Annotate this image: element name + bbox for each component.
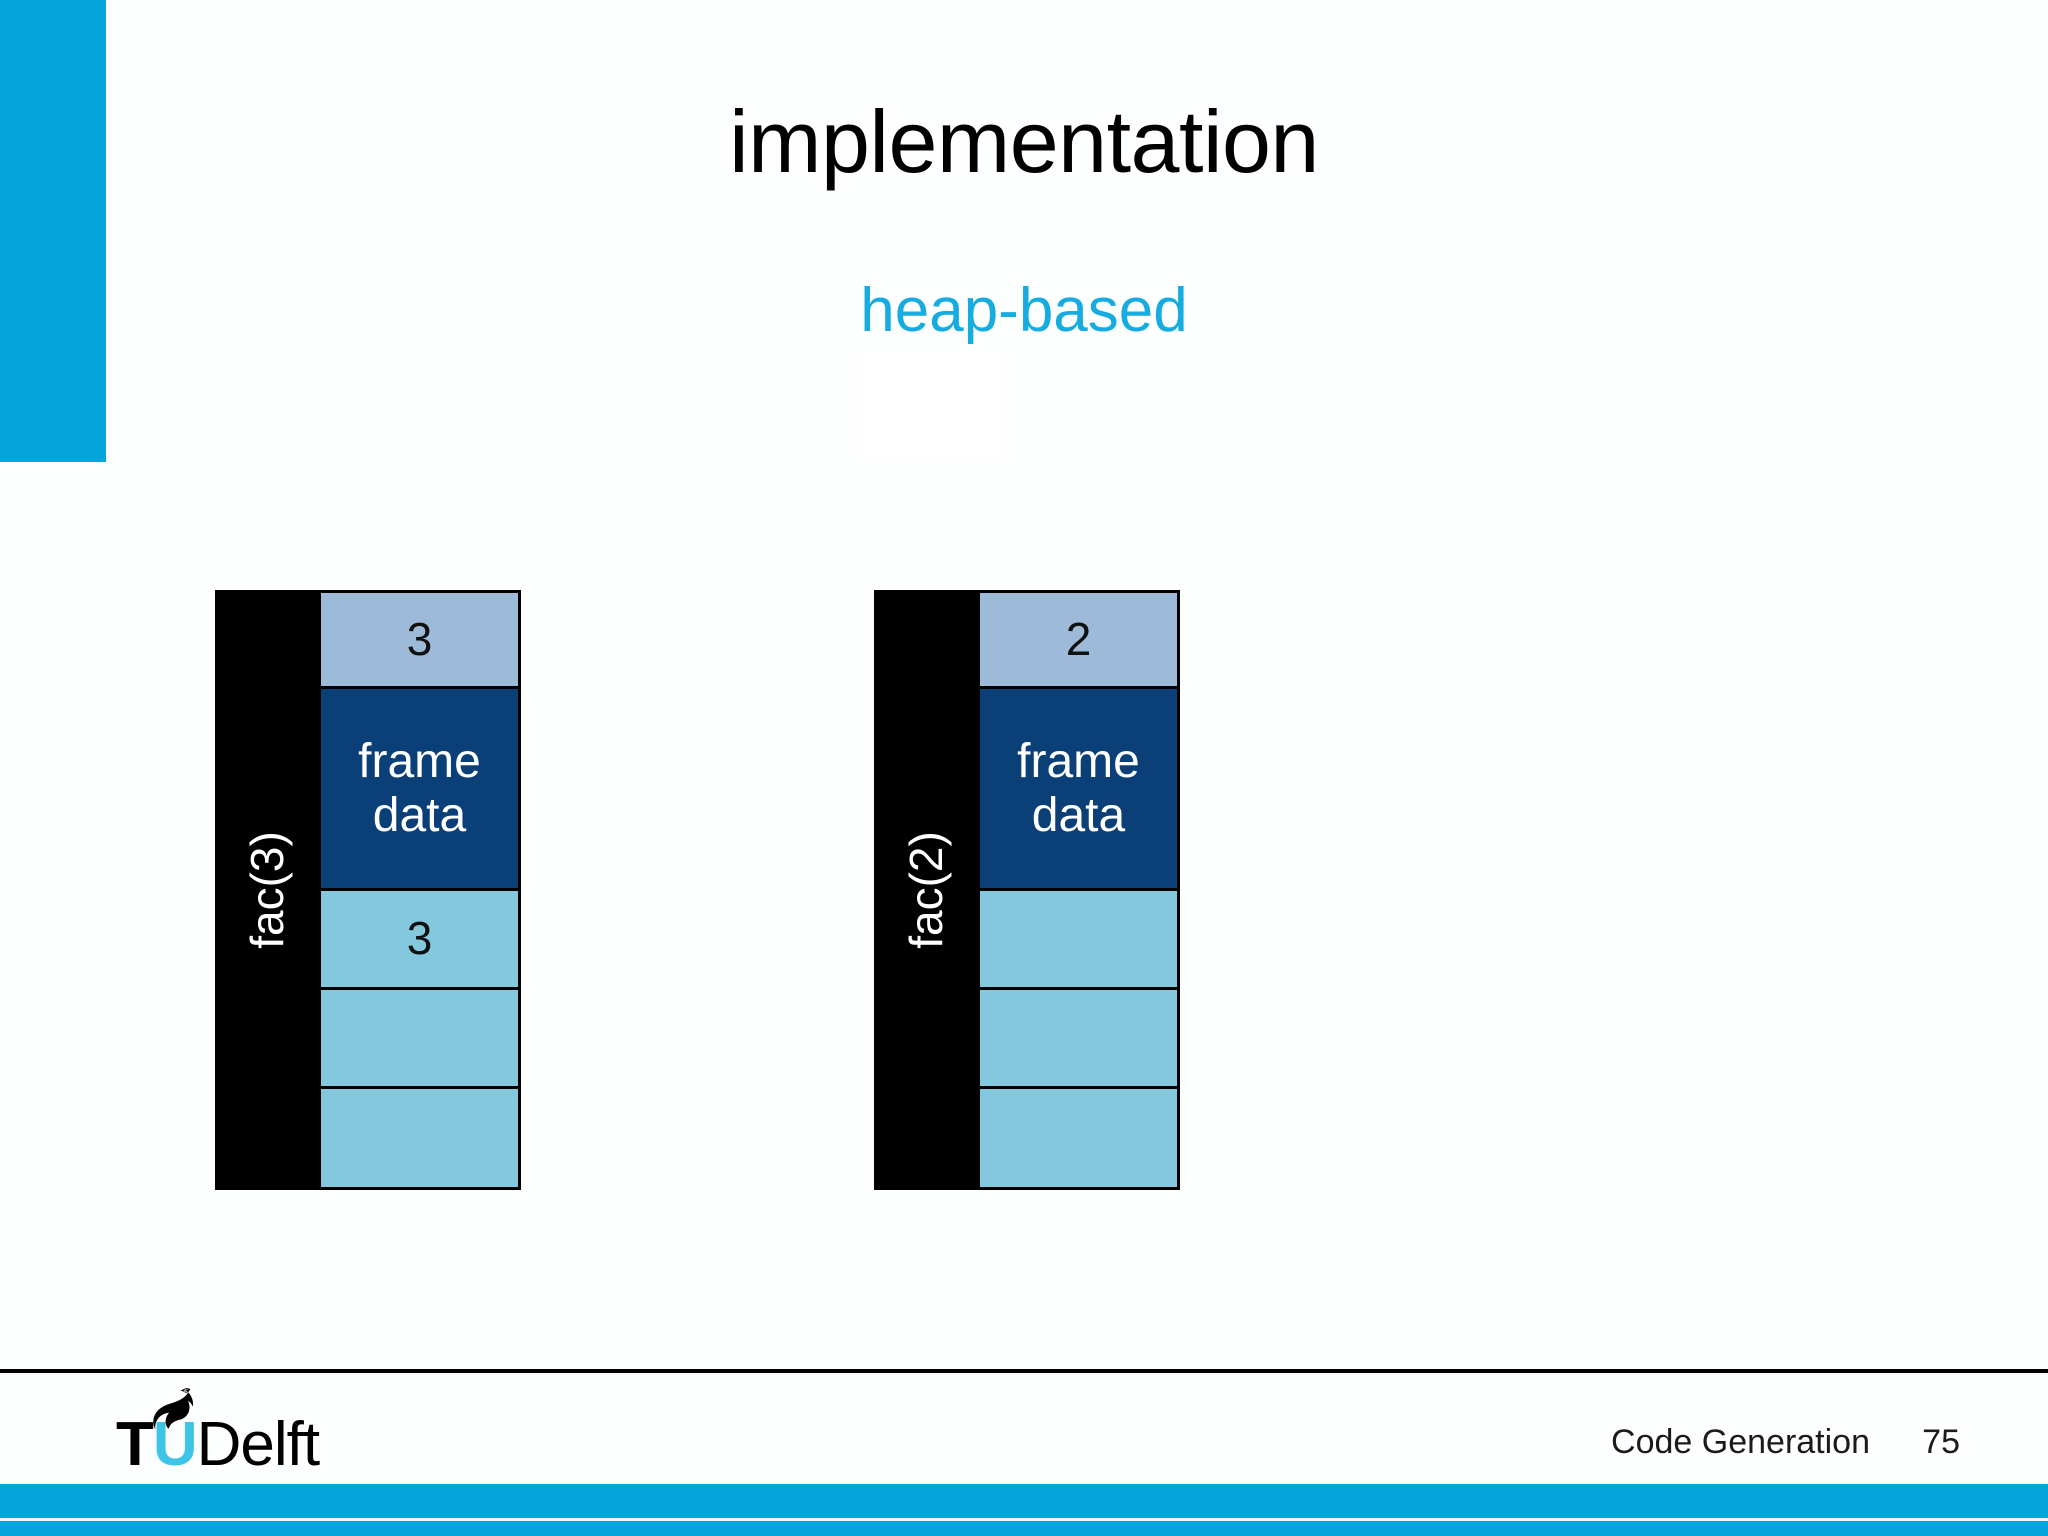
frame-label-column-fac2: fac(2): [874, 590, 977, 1190]
subtitle-backdrop-panel: [862, 352, 1002, 460]
frame-data-line2-fac2: data: [1031, 788, 1126, 842]
frame-data-text-fac3: frame data: [358, 735, 481, 843]
logo-letter-u: U: [152, 1410, 198, 1479]
page-title: implementation: [729, 92, 1319, 191]
frame-cell-slot3-fac3: [318, 1086, 521, 1190]
frame-label-fac2: fac(2): [899, 831, 952, 949]
frame-cells-fac2: 2 frame data: [977, 590, 1180, 1190]
frame-cell-argument-fac2: 2: [977, 590, 1180, 689]
flame-icon: [153, 1388, 194, 1430]
footer-page-number: 75: [1922, 1423, 1960, 1461]
frame-cell-frame-data-fac3: frame data: [318, 686, 521, 891]
stack-frame-fac3: fac(3) 3 frame data 3: [215, 590, 521, 1190]
footer-accent-bar: [0, 1484, 2048, 1536]
tudelft-wordmark: TUDelft: [116, 1414, 320, 1476]
frame-cells-fac3: 3 frame data 3: [318, 590, 521, 1190]
footer-chapter-label: Code Generation: [1611, 1423, 1870, 1461]
frame-data-text-fac2: frame data: [1017, 735, 1140, 843]
frame-cell-slot1-fac3: 3: [318, 888, 521, 990]
frame-cell-slot2-fac2: [977, 987, 1180, 1089]
frame-cell-slot1-fac2: [977, 888, 1180, 990]
accent-block-top-left: [0, 0, 106, 462]
tudelft-logo: TUDelft: [116, 1388, 320, 1476]
frame-cell-frame-data-fac2: frame data: [977, 686, 1180, 891]
frame-data-line1-fac3: frame: [358, 734, 481, 788]
frame-data-line1-fac2: frame: [1017, 734, 1140, 788]
logo-letter-t: T: [116, 1410, 154, 1479]
frame-label-fac3: fac(3): [240, 831, 293, 949]
frame-cell-slot2-fac3: [318, 987, 521, 1089]
footer-divider: [0, 1369, 2048, 1373]
frame-data-line2-fac3: data: [372, 788, 467, 842]
frame-label-column-fac3: fac(3): [215, 590, 318, 1190]
stack-frame-fac2: fac(2) 2 frame data: [874, 590, 1180, 1190]
logo-word-delft: Delft: [196, 1410, 320, 1479]
footer-accent-bar-highlight: [0, 1518, 2048, 1521]
frame-cell-slot3-fac2: [977, 1086, 1180, 1190]
page-subtitle: heap-based: [860, 276, 1188, 345]
frame-cell-argument-fac3: 3: [318, 590, 521, 689]
